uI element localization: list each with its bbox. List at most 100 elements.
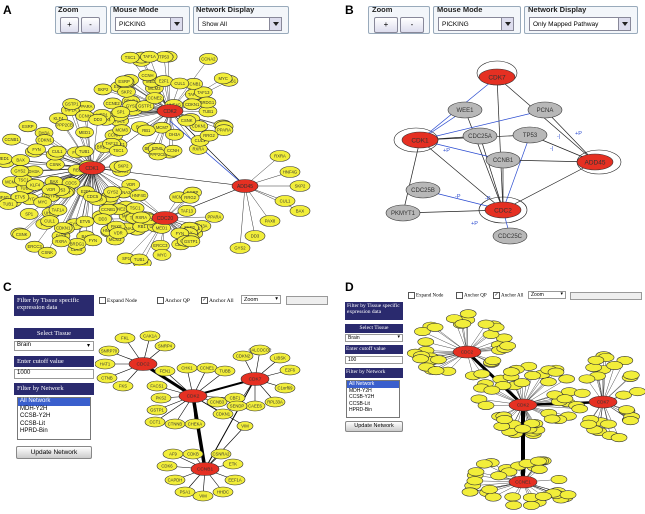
panel-a-node[interactable]: ERCC3	[151, 239, 170, 252]
panel-a-node[interactable]: CCNB1	[2, 133, 21, 146]
panel-d-node[interactable]	[427, 366, 445, 376]
panel-c-zoom-select[interactable]: Zoom▾	[241, 295, 281, 304]
panel-a-node[interactable]: GYS2	[229, 242, 251, 254]
panel-a-node[interactable]: PPP2CB	[148, 148, 168, 161]
panel-c-node[interactable]: TUBB	[214, 365, 236, 377]
panel-c-node[interactable]: CHEKA	[184, 418, 206, 430]
panel-a-node[interactable]: TAF13	[177, 205, 197, 217]
panel-c-node[interactable]: CTNNB	[164, 418, 186, 430]
network-option[interactable]: MDH-Y2H	[20, 405, 48, 412]
panel-b-network-display-select[interactable]: Only Mapped Pathway	[529, 17, 631, 31]
panel-d-node[interactable]	[412, 354, 429, 364]
panel-c-node[interactable]: CSNRA2	[210, 448, 232, 460]
panel-a-node[interactable]: VDR	[41, 183, 61, 196]
panel-c-node[interactable]: CDKB	[182, 448, 204, 460]
panel-a-node[interactable]: TSC1	[109, 144, 128, 157]
panel-d-node[interactable]	[499, 341, 517, 351]
panel-d-node[interactable]	[573, 388, 591, 398]
panel-a-node[interactable]: E2F1	[154, 75, 174, 87]
panel-c-node[interactable]: ETK	[222, 458, 244, 470]
panel-d-node[interactable]	[535, 491, 552, 501]
panel-a-node[interactable]: ESRP	[114, 75, 134, 88]
panel-a-node[interactable]: RRG2	[180, 191, 200, 204]
panel-a-zoom-out-button[interactable]: -	[81, 17, 100, 33]
panel-a-node[interactable]: DD3	[93, 213, 112, 225]
panel-d-anchor-qp-checkbox[interactable]: Anchor QP	[456, 292, 487, 299]
panel-b-red-node[interactable]: ADD45	[576, 153, 614, 171]
panel-c-node[interactable]: CCNB3	[206, 396, 228, 408]
network-option[interactable]: CCSB-Lit	[349, 400, 370, 407]
panel-d-node[interactable]	[461, 487, 479, 497]
network-option[interactable]: HPRD-Bin	[20, 428, 48, 434]
panel-c-node[interactable]: CDK6	[156, 460, 178, 472]
panel-a-node[interactable]: TSC1	[120, 51, 140, 64]
panel-a-node[interactable]: CCNA2	[199, 53, 218, 65]
panel-c-node[interactable]: VIM	[236, 421, 254, 431]
panel-d-node[interactable]	[600, 419, 617, 429]
panel-d-node[interactable]	[531, 464, 548, 474]
panel-a-node[interactable]: CSNK	[12, 228, 31, 241]
panel-a-node[interactable]: CDKN1	[182, 98, 202, 111]
panel-d-node[interactable]	[580, 419, 597, 429]
panel-b-gray-node[interactable]: PKMYT1	[385, 204, 421, 222]
panel-d-node[interactable]	[504, 492, 522, 502]
panel-b-mouse-mode-select[interactable]: PICKING	[438, 17, 514, 31]
panel-c-node[interactable]: EEF1A	[224, 474, 246, 486]
panel-c-node[interactable]: CCT1	[144, 416, 166, 428]
panel-d-node[interactable]	[556, 394, 574, 404]
panel-d-node[interactable]	[484, 492, 502, 502]
network-option[interactable]: CCSB-Y2H	[20, 413, 51, 419]
panel-c-expand-node-checkbox[interactable]: Expand Node	[99, 297, 137, 304]
panel-a-hub-node[interactable]: CDK1	[78, 161, 106, 175]
panel-a-node[interactable]: PPARA	[205, 211, 224, 223]
panel-c-node[interactable]: CTNB	[96, 372, 118, 384]
panel-c-hub-node[interactable]: CCNB1	[190, 462, 220, 476]
panel-a-node[interactable]: CUL1	[170, 77, 190, 90]
panel-a-node[interactable]: MYC	[33, 196, 52, 209]
panel-c-node[interactable]: CHK1	[176, 362, 198, 374]
panel-a-node[interactable]: RXRA	[131, 211, 151, 224]
panel-d-node[interactable]	[513, 378, 531, 388]
panel-c-node[interactable]: E2F6	[279, 364, 301, 376]
panel-a-node[interactable]: MYC	[152, 249, 172, 261]
panel-a-node[interactable]: DH3A	[165, 128, 184, 141]
network-option[interactable]: HPRD-Bin	[349, 407, 373, 413]
panel-d-node[interactable]	[618, 405, 635, 415]
panel-c-node[interactable]: C1orf69	[274, 382, 296, 394]
panel-a-node[interactable]: ESRP	[18, 120, 38, 133]
panel-b-red-node[interactable]: CDK7	[478, 68, 516, 86]
network-option[interactable]: CCSB-Lit	[20, 420, 46, 427]
panel-c-zoom-slider[interactable]	[286, 296, 328, 305]
panel-d-node[interactable]	[514, 424, 531, 434]
panel-a-node[interactable]: BRDG1	[67, 238, 87, 250]
panel-a-mouse-mode-select[interactable]: PICKING	[115, 17, 183, 31]
panel-d-node[interactable]	[459, 309, 477, 319]
panel-d-zoom-select[interactable]: Zoom▾	[528, 291, 566, 299]
panel-d-node[interactable]	[477, 400, 495, 410]
panel-d-hub-node[interactable]: CCNE1	[508, 475, 538, 489]
panel-d-zoom-slider[interactable]	[570, 292, 642, 300]
panel-d-node[interactable]	[623, 370, 640, 380]
panel-d-expand-node-checkbox[interactable]: Expand Node	[408, 292, 443, 299]
panel-d-node[interactable]	[481, 484, 498, 494]
panel-d-update-network-button[interactable]: Update Network	[345, 421, 403, 432]
panel-d-node[interactable]	[530, 456, 547, 466]
panel-d-tissue-select[interactable]: Brain▾	[345, 334, 403, 342]
panel-a-hub-node[interactable]: ADD45	[231, 179, 259, 193]
panel-a-node[interactable]: RRG2	[199, 129, 219, 142]
panel-a-node[interactable]: TAF1A	[48, 204, 68, 216]
panel-b-zoom-out-button[interactable]: -	[400, 17, 424, 33]
panel-c-anchor-qp-checkbox[interactable]: Anchor QP	[157, 297, 190, 304]
panel-d-node[interactable]	[473, 369, 491, 379]
network-option[interactable]: All Network	[347, 381, 399, 388]
panel-a-node[interactable]: CCNH	[163, 144, 183, 157]
panel-a-node[interactable]: CDKN1	[35, 134, 55, 146]
panel-a-node[interactable]: TUB1	[0, 198, 18, 210]
panel-d-node[interactable]	[615, 390, 632, 400]
panel-b-zoom-in-button[interactable]: +	[374, 17, 398, 33]
panel-b-red-node[interactable]: CDC2	[484, 201, 522, 219]
panel-a-node[interactable]: FYN	[83, 234, 103, 247]
panel-a-node[interactable]: MCM7	[152, 121, 172, 134]
